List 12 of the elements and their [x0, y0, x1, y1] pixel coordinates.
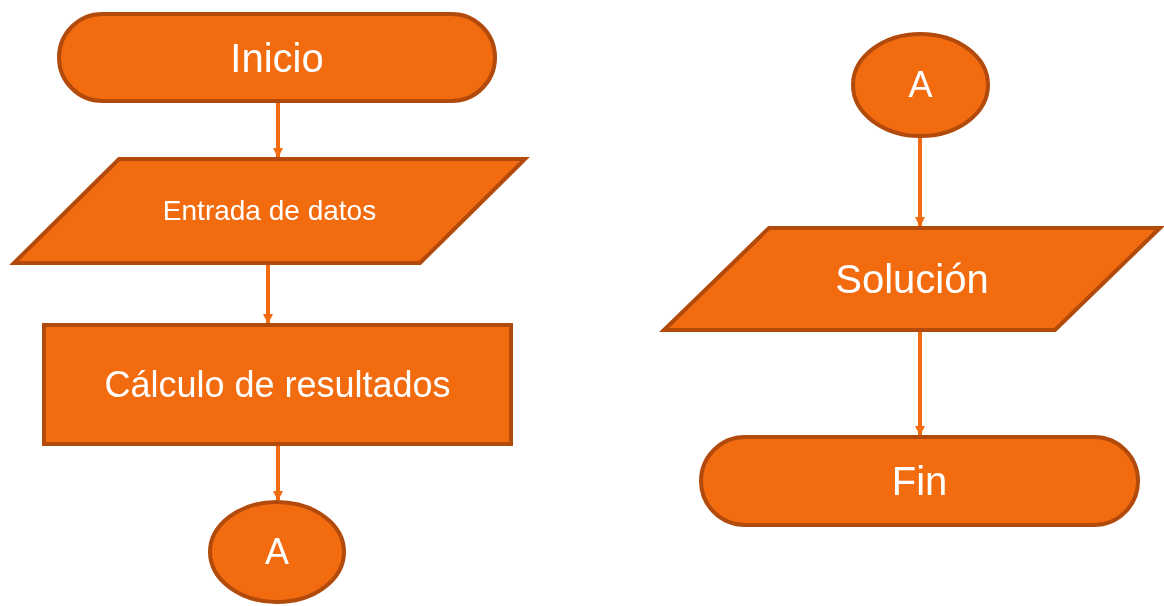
node-label: Cálculo de resultados	[103, 363, 452, 406]
arrow	[263, 265, 273, 324]
node-label: Solución	[834, 256, 990, 302]
node-label: Inicio	[229, 35, 325, 80]
node-label: A	[264, 531, 290, 573]
node-label: A	[907, 64, 934, 106]
arrow	[273, 103, 283, 158]
arrow	[273, 446, 283, 501]
arrow	[915, 138, 925, 227]
node-label: Fin	[890, 458, 949, 504]
arrow	[915, 332, 925, 436]
node-label: Entrada de datos	[161, 195, 378, 227]
